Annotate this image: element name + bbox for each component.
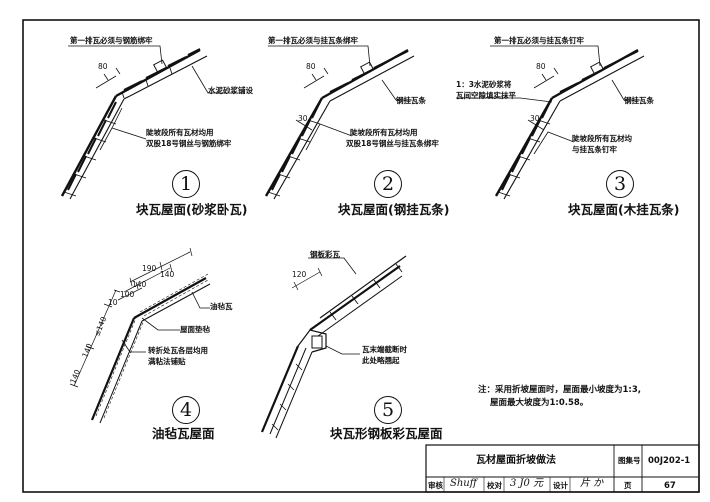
d3-callout-top: 第一排瓦必须与挂瓦条钉牢 xyxy=(494,36,584,45)
drawing-title: 瓦材屋面折坡做法 xyxy=(476,455,556,466)
d4-dim-140-b: 140 xyxy=(132,280,147,289)
d3-callout-bottom-1: 陡坡段所有瓦材均 xyxy=(572,134,632,143)
d5-callout-bottom-2: 此处略翘起 xyxy=(362,356,400,365)
check-label: 校对 xyxy=(487,481,502,490)
d4-dim-140-a: 140 xyxy=(160,270,175,279)
review-label: 审核 xyxy=(428,481,443,490)
d3-dim-80: 80 xyxy=(536,62,546,71)
detail-3-drawing xyxy=(456,45,645,200)
d1-dim-80: 80 xyxy=(98,62,108,71)
d4-dim-190: 190 xyxy=(142,264,157,273)
check-signature: 3 J0 元 xyxy=(510,478,544,489)
d1-callout-bottom-2: 双股18号钢丝与钢筋绑牢 xyxy=(146,139,232,148)
d2-caption: 块瓦屋面(钢挂瓦条) xyxy=(338,202,450,217)
d5-caption: 块瓦形钢板彩瓦屋面 xyxy=(330,426,443,441)
d1-caption: 块瓦屋面(砂浆卧瓦) xyxy=(136,202,248,217)
d2-dim-80: 80 xyxy=(306,62,316,71)
d4-callout-right: 油毡瓦 xyxy=(210,302,233,311)
atlas-label: 图集号 xyxy=(618,456,641,465)
d1-callout-right: 水泥砂浆铺设 xyxy=(208,86,253,95)
d5-dim-120: 120 xyxy=(292,270,307,279)
design-label: 设计 xyxy=(553,481,568,490)
d4-number: 4 xyxy=(172,396,200,424)
d1-callout-top: 第一排瓦必须与钢筋绑牢 xyxy=(70,36,153,45)
d3-callout-left-2: 瓦间空隙填实抹平 xyxy=(456,91,516,100)
d4-callout-bottom-2: 满粘法铺贴 xyxy=(148,357,186,366)
d3-caption: 块瓦屋面(木挂瓦条) xyxy=(568,202,680,217)
d4-callout-mid: 屋面垫毡 xyxy=(180,325,210,334)
d5-callout-top: 钢板彩瓦 xyxy=(310,250,340,259)
design-signature: 片 か xyxy=(580,478,604,489)
d2-callout-right: 钢挂瓦条 xyxy=(396,96,426,105)
page-value: 67 xyxy=(664,481,676,491)
d2-callout-bottom-1: 陡坡段所有瓦材均用 xyxy=(350,128,418,137)
d4-caption: 油毡瓦屋面 xyxy=(152,426,215,441)
d1-callout-bottom-1: 陡坡段所有瓦材均用 xyxy=(146,128,214,137)
review-signature: Shuff xyxy=(450,478,477,489)
title-block-grid xyxy=(425,444,700,493)
detail-5-drawing xyxy=(260,255,407,439)
note-line-1: 注：采用折坡屋面时，屋面最小坡度为1:3, xyxy=(478,385,641,395)
d3-dim-30: 30 xyxy=(530,114,540,123)
d1-number: 1 xyxy=(172,170,200,198)
detail-2-drawing xyxy=(264,45,415,200)
d3-callout-left-1: 1：3水泥砂浆将 xyxy=(456,80,512,89)
d3-number: 3 xyxy=(606,170,634,198)
detail-4-drawing xyxy=(69,247,211,424)
d5-number: 5 xyxy=(374,396,402,424)
d5-callout-bottom-1: 瓦末端截断时 xyxy=(362,345,407,354)
d3-callout-right: 钢挂瓦条 xyxy=(624,96,654,105)
atlas-value: 00J202-1 xyxy=(648,456,691,466)
d2-number: 2 xyxy=(374,170,402,198)
d3-callout-bottom-2: 与挂瓦条钉牢 xyxy=(572,145,617,154)
d4-dim-100: 100 xyxy=(120,290,135,299)
d4-callout-bottom-1: 转折处瓦各层均用 xyxy=(148,346,208,355)
detail-1-drawing xyxy=(60,45,245,200)
d2-callout-top: 第一排瓦必须与挂瓦条绑牢 xyxy=(268,36,358,45)
d2-callout-bottom-2: 双股18号钢丝与挂瓦条绑牢 xyxy=(346,139,439,148)
page-label: 页 xyxy=(624,481,632,490)
d2-dim-30: 30 xyxy=(298,114,308,123)
d4-dim-10: 10 xyxy=(108,298,118,307)
note-line-2: 屋面最大坡度为1:0.58。 xyxy=(490,398,589,408)
